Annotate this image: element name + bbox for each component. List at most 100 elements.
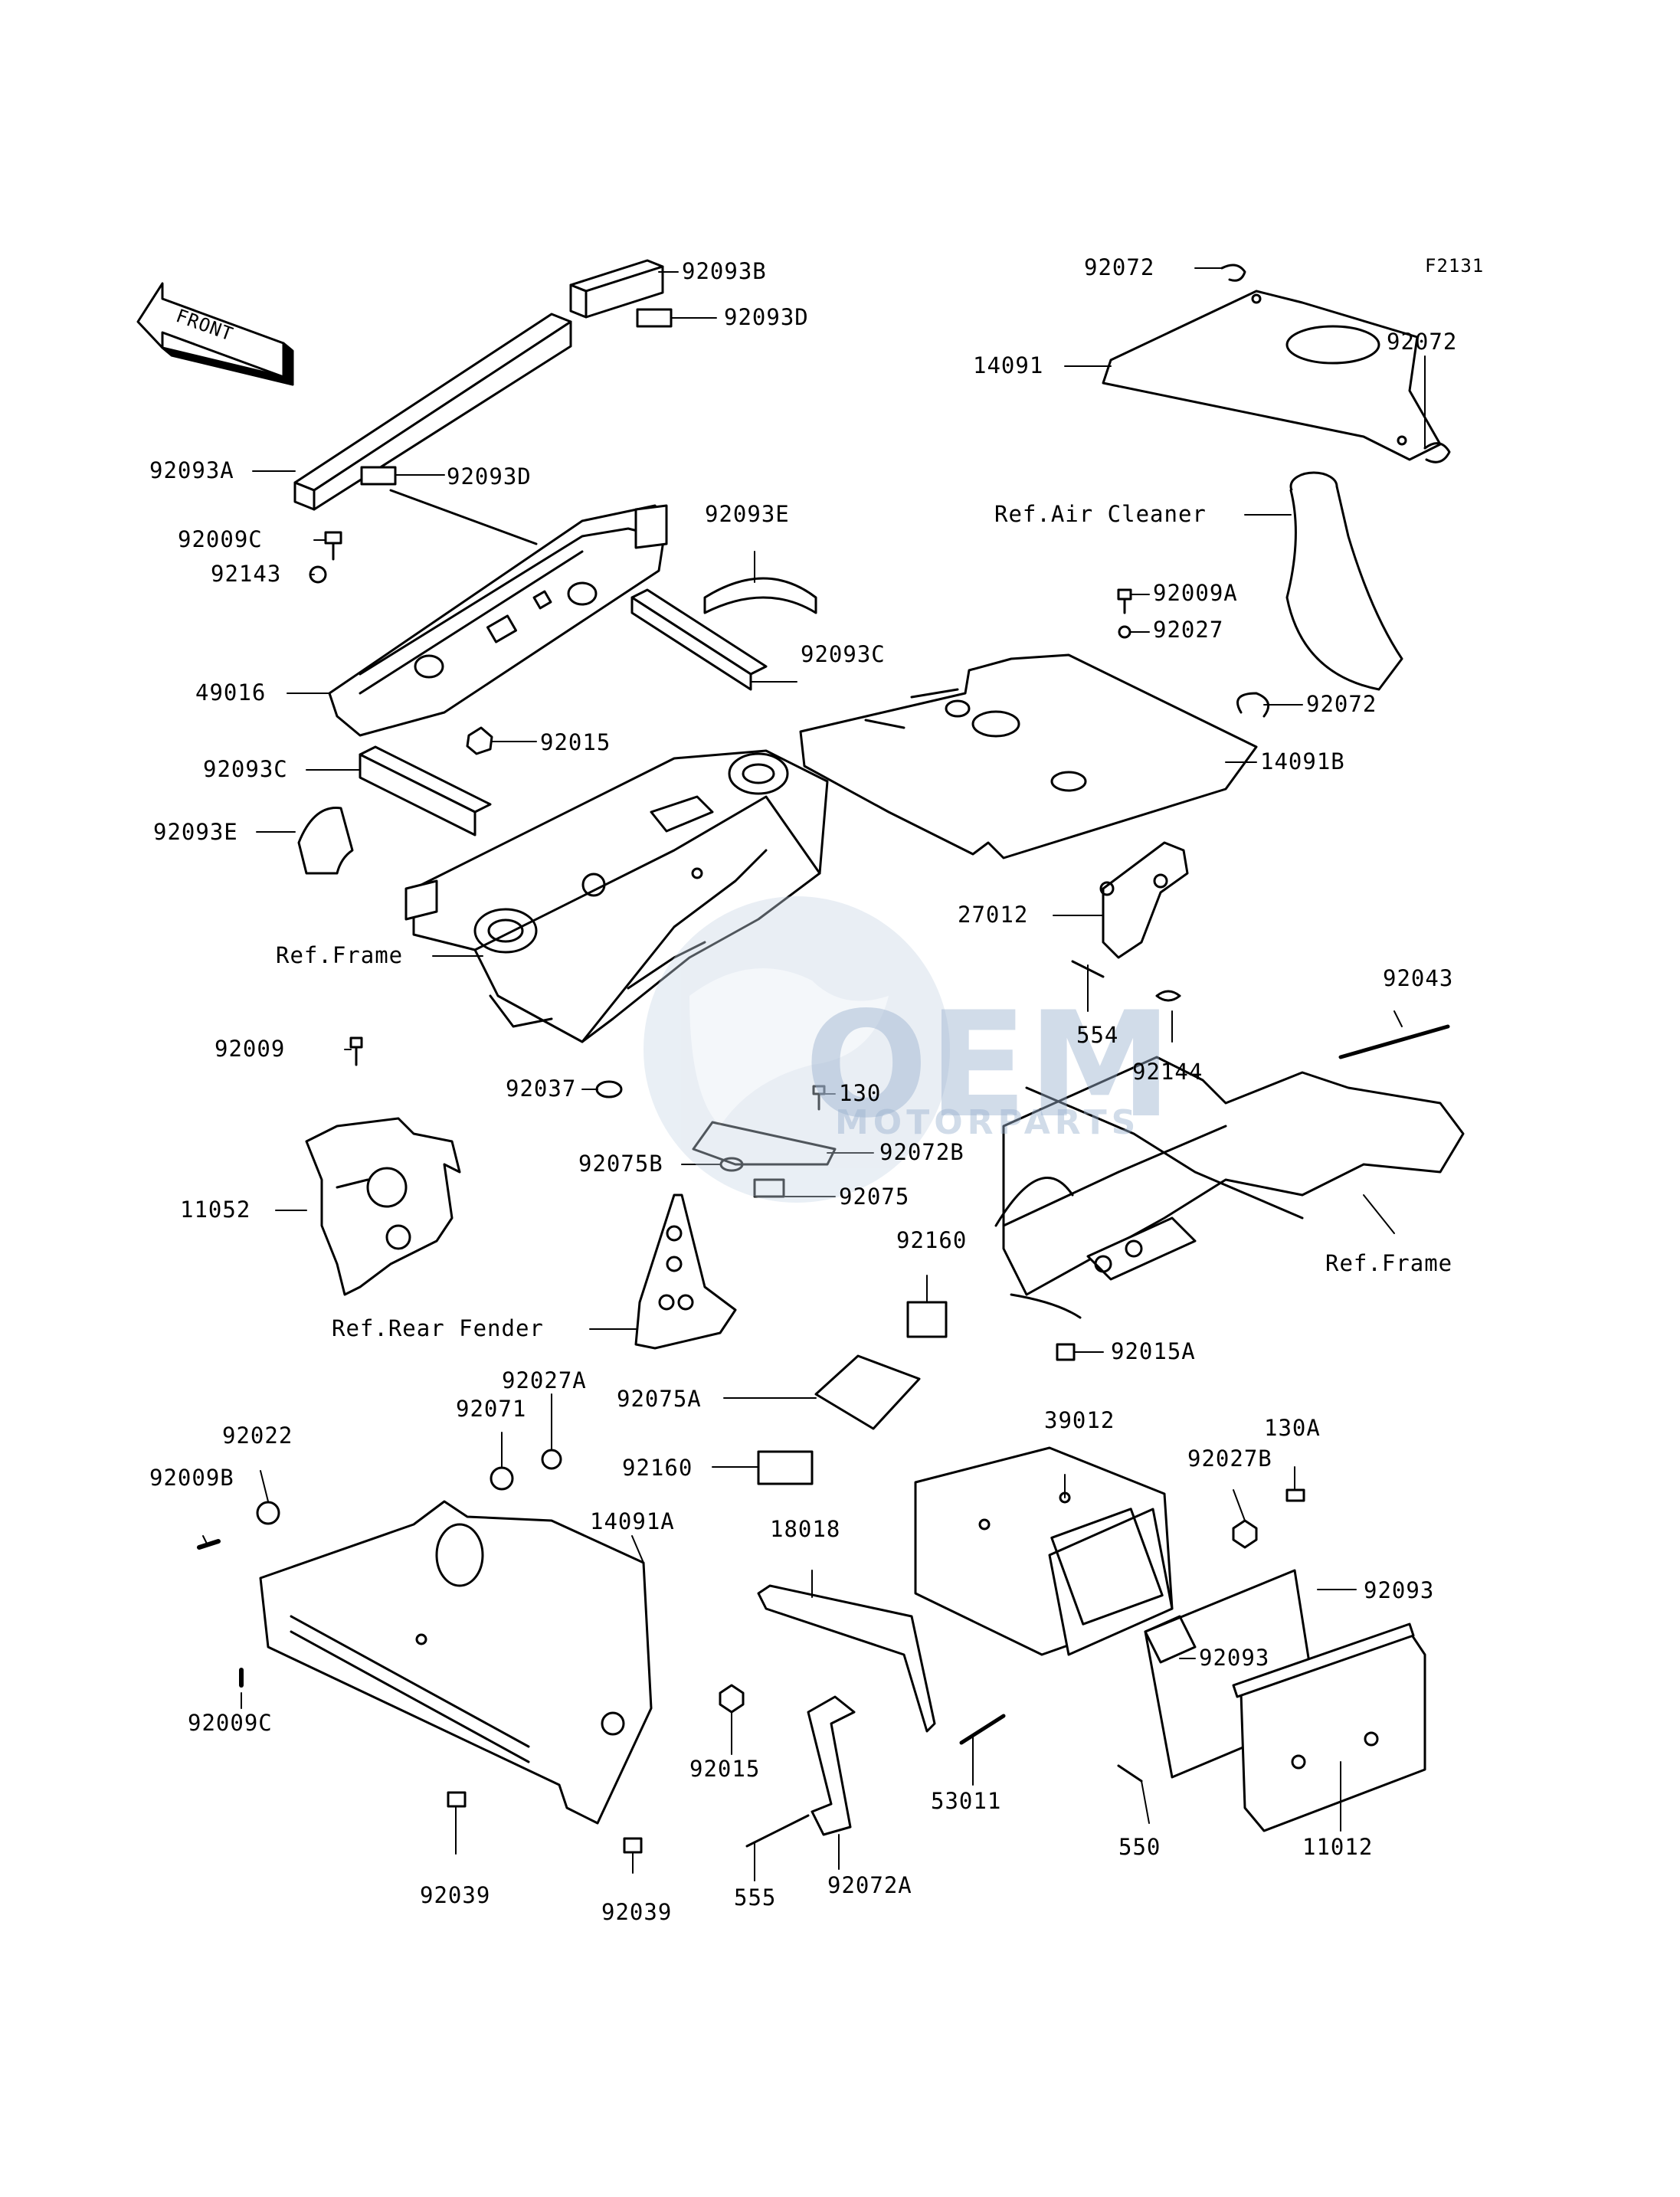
callout-92009: 92009 [215, 1036, 286, 1062]
collar-92015A [1056, 1343, 1076, 1361]
cover-14091 [1102, 290, 1442, 461]
callout-92093C-left: 92093C [203, 756, 288, 782]
bolt-92039-a [447, 1791, 467, 1808]
plate-14091B [799, 653, 1258, 859]
bolt-92043 [1338, 1024, 1450, 1059]
nut-92015-bottom [719, 1684, 745, 1714]
callout-92009C-bottom: 92009C [188, 1710, 273, 1736]
callout-130: 130 [839, 1080, 882, 1106]
callout-92015A: 92015A [1111, 1338, 1196, 1364]
foam-92093C-right [630, 588, 768, 691]
bolt-92039-b [623, 1837, 643, 1854]
callout-92072-c: 92072 [1306, 691, 1377, 717]
foam-92093E-left [297, 807, 354, 875]
bolt-130 [812, 1085, 826, 1111]
pin-53011 [959, 1714, 1006, 1745]
nut-92027B [1232, 1519, 1258, 1549]
callout-92071: 92071 [456, 1396, 527, 1422]
nut-92071 [490, 1466, 514, 1491]
callout-92072B: 92072B [879, 1139, 964, 1165]
callout-92027A: 92027A [502, 1367, 587, 1393]
callout-550: 550 [1118, 1834, 1161, 1860]
washer-92022 [256, 1501, 280, 1525]
leader-lines [202, 267, 1426, 1881]
pin-555 [745, 1814, 810, 1848]
callout-11052: 11052 [180, 1197, 251, 1223]
foam-92093A [293, 313, 572, 511]
pad-92075 [753, 1178, 785, 1198]
callout-130A: 130A [1264, 1415, 1321, 1441]
callout-92144: 92144 [1132, 1059, 1204, 1085]
callout-ref-frame-left: Ref.Frame [276, 942, 404, 968]
bolt-92009A [1117, 588, 1132, 614]
callout-39012: 39012 [1044, 1407, 1115, 1433]
frame-right [994, 1056, 1465, 1319]
bolt-92009 [349, 1036, 363, 1066]
watermark-brand: OEM [804, 981, 1173, 1150]
callout-92143: 92143 [211, 561, 282, 587]
callout-14091B: 14091B [1260, 748, 1345, 774]
watermark-logo [644, 896, 950, 1203]
callout-92093C-right: 92093C [801, 641, 886, 667]
clamp-92037 [595, 1080, 623, 1098]
callout-555: 555 [734, 1884, 777, 1911]
callout-92072A: 92072A [827, 1872, 912, 1898]
callout-14091A: 14091A [590, 1508, 675, 1534]
callout-92043: 92043 [1383, 965, 1454, 991]
washer-92027 [1118, 625, 1131, 639]
callout-92093D-top: 92093D [724, 304, 809, 330]
bolt-92009B [197, 1539, 221, 1550]
pin-550 [1117, 1764, 1143, 1783]
callout-92027: 92027 [1153, 617, 1224, 643]
pad-92075A [814, 1354, 921, 1430]
callout-92093-a: 92093 [1364, 1577, 1435, 1603]
callout-18018: 18018 [770, 1516, 841, 1542]
callout-92160-top: 92160 [896, 1227, 968, 1253]
rear-fender-bracket [634, 1193, 737, 1350]
clip-92072-a [1220, 264, 1246, 282]
seal-92093-b [1144, 1615, 1197, 1664]
callout-92093D-mid: 92093D [447, 463, 532, 489]
callout-92093B: 92093B [682, 258, 767, 284]
callout-92072-b: 92072 [1387, 329, 1458, 355]
figure-code: F2131 [1425, 255, 1485, 277]
callout-92093E-top: 92093E [705, 501, 790, 527]
callout-554: 554 [1076, 1022, 1119, 1048]
bolt-92009C-top [324, 531, 342, 561]
frame-assembly [404, 749, 829, 1043]
cover-14091A [259, 1500, 653, 1825]
bracket-27012 [1099, 841, 1189, 959]
callout-92022: 92022 [222, 1423, 293, 1449]
callout-92072-a: 92072 [1084, 254, 1155, 280]
callout-92039-a: 92039 [420, 1882, 491, 1908]
bracket-92072B [692, 1121, 837, 1166]
foam-92093D-mid [360, 466, 397, 486]
callout-27012: 27012 [958, 902, 1029, 928]
spring-92144 [1155, 990, 1181, 1002]
box-39012 [914, 1446, 1174, 1656]
callout-92075: 92075 [839, 1184, 910, 1210]
bracket-49016 [328, 504, 668, 737]
callout-53011: 53011 [931, 1788, 1002, 1814]
callout-14091: 14091 [973, 352, 1044, 378]
strap-92072A [807, 1695, 856, 1836]
foam-92093B [569, 259, 664, 319]
callout-92075A: 92075A [617, 1386, 702, 1412]
bolt-130A [1285, 1488, 1305, 1502]
callout-92015-top: 92015 [540, 729, 611, 755]
callout-92027B: 92027B [1187, 1446, 1272, 1472]
block-92160-top [906, 1301, 948, 1338]
foam-92093E-top [703, 577, 817, 614]
callout-92039-b: 92039 [601, 1899, 673, 1925]
callout-92093A: 92093A [149, 457, 234, 483]
callout-92009A: 92009A [1153, 580, 1238, 606]
watermark-sub: MOTORPARTS [835, 1103, 1141, 1142]
callout-92093-b: 92093 [1199, 1645, 1270, 1671]
foam-92093C-left [359, 745, 492, 837]
lid-11012 [1232, 1622, 1426, 1832]
air-cleaner-duct [1285, 471, 1403, 691]
callout-92009C-top: 92009C [178, 526, 263, 552]
front-arrow-icon [136, 282, 294, 386]
nut-92027A [541, 1449, 562, 1470]
